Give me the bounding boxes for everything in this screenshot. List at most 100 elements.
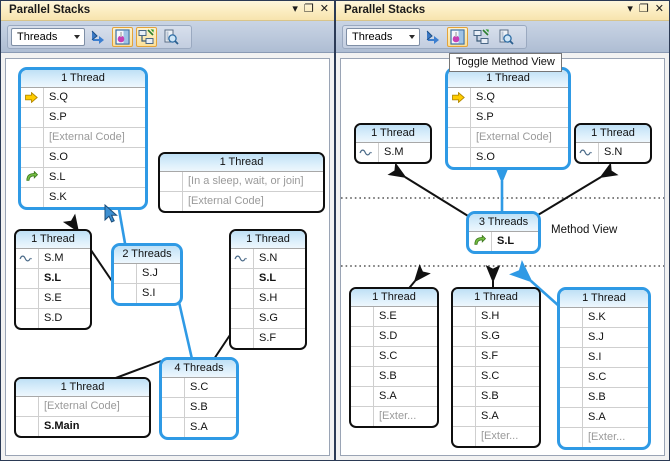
stack-header: 1 Thread xyxy=(576,125,650,143)
table-row[interactable]: S.C xyxy=(351,347,437,367)
stack-L3[interactable]: 1 Thread S.M xyxy=(14,229,92,330)
table-row[interactable]: S.K xyxy=(560,308,648,328)
table-row[interactable]: S.P xyxy=(21,108,145,128)
table-row[interactable]: S.A xyxy=(453,407,539,427)
stack-L6[interactable]: 4 Threads S.C S.B S.A xyxy=(159,357,239,440)
table-row[interactable]: S.G xyxy=(231,309,305,329)
table-row[interactable]: S.Q xyxy=(448,88,568,108)
table-row[interactable]: S.B xyxy=(351,367,437,387)
table-row[interactable]: S.C xyxy=(162,378,236,398)
frame-label: S.B xyxy=(379,370,397,382)
table-row[interactable]: S.A xyxy=(162,418,236,437)
frame-label: S.B xyxy=(190,401,208,413)
table-row[interactable]: S.L xyxy=(231,269,305,289)
table-row[interactable]: S.A xyxy=(351,387,437,407)
view-mode-select[interactable]: Threads xyxy=(11,28,85,46)
frame-gutter xyxy=(453,387,476,406)
auto-scroll-to-current-stack-frame-icon[interactable] xyxy=(136,27,157,47)
title-bar-left: Parallel Stacks ▾ ❐ ✕ xyxy=(1,1,334,21)
stack-R1[interactable]: 1 Thread S.Q S.P xyxy=(445,67,571,170)
table-row[interactable]: S.D xyxy=(16,309,90,328)
table-row[interactable]: [Exter... xyxy=(351,407,437,426)
toggle-method-view-icon[interactable] xyxy=(447,27,468,47)
table-row[interactable]: S.N xyxy=(231,249,305,269)
frame-label: [External Code] xyxy=(44,400,120,412)
dropdown-icon[interactable]: ▾ xyxy=(292,3,298,15)
view-mode-select[interactable]: Threads xyxy=(346,28,420,46)
tooltip-toggle-method-view: Toggle Method View xyxy=(449,53,562,72)
show-only-flagged-icon[interactable] xyxy=(88,27,109,47)
table-row[interactable]: S.Q xyxy=(21,88,145,108)
close-icon[interactable]: ✕ xyxy=(654,3,664,15)
frame-gutter xyxy=(231,329,254,348)
table-row[interactable]: S.L xyxy=(469,232,538,251)
table-row[interactable]: S.M xyxy=(356,143,430,162)
table-row[interactable]: S.B xyxy=(453,387,539,407)
table-row[interactable]: S.B xyxy=(560,388,648,408)
table-row[interactable]: S.M xyxy=(16,249,90,269)
frame-gutter xyxy=(16,309,39,328)
table-row[interactable]: S.I xyxy=(114,284,180,303)
frame-gutter xyxy=(356,143,379,162)
stack-L1[interactable]: 1 Thread S.Q S.P xyxy=(18,67,148,210)
table-row[interactable]: S.L xyxy=(21,168,145,188)
frame-label: S.F xyxy=(481,350,499,362)
table-row[interactable]: [In a sleep, wait, or join] xyxy=(160,172,323,192)
table-row[interactable]: S.H xyxy=(231,289,305,309)
show-only-flagged-icon[interactable] xyxy=(423,27,444,47)
dropdown-icon[interactable]: ▾ xyxy=(627,3,633,15)
table-row[interactable]: S.L xyxy=(16,269,90,289)
auto-scroll-to-current-stack-frame-icon[interactable] xyxy=(471,27,492,47)
stack-frames: S.N S.L S.H S.G xyxy=(231,249,305,348)
stack-L7[interactable]: 1 Thread [External Code] S.Main xyxy=(14,377,151,438)
table-row[interactable]: [External Code] xyxy=(21,128,145,148)
stack-R6[interactable]: 1 Thread S.H S.G S.F S.C S.B S.A [Exter.… xyxy=(451,287,541,448)
stack-canvas-left[interactable]: 1 Thread S.Q S.P xyxy=(5,58,330,456)
table-row[interactable]: S.G xyxy=(453,327,539,347)
table-row[interactable]: S.C xyxy=(453,367,539,387)
stack-R2[interactable]: 1 Thread S.M xyxy=(354,123,432,164)
table-row[interactable]: [External Code] xyxy=(160,192,323,211)
table-row[interactable]: S.H xyxy=(453,307,539,327)
table-row[interactable]: S.N xyxy=(576,143,650,162)
stack-header: 1 Thread xyxy=(231,231,305,249)
table-row[interactable]: [Exter... xyxy=(560,428,648,447)
stack-L5[interactable]: 1 Thread S.N xyxy=(229,229,307,350)
stack-R5[interactable]: 1 Thread S.E S.D S.C S.B S.A [Exter... xyxy=(349,287,439,428)
table-row[interactable]: S.J xyxy=(560,328,648,348)
table-row[interactable]: S.J xyxy=(114,264,180,284)
maximize-icon[interactable]: ❐ xyxy=(638,3,649,15)
table-row[interactable]: S.Main xyxy=(16,417,149,436)
frame-label: S.M xyxy=(44,252,64,264)
table-row[interactable]: [External Code] xyxy=(16,397,149,417)
stack-R3[interactable]: 1 Thread S.N xyxy=(574,123,652,164)
stack-header: 1 Thread xyxy=(560,290,648,308)
frame-label: S.B xyxy=(588,391,606,403)
frame-gutter xyxy=(21,88,44,107)
table-row[interactable]: S.B xyxy=(162,398,236,418)
close-icon[interactable]: ✕ xyxy=(319,3,329,15)
table-row[interactable]: S.C xyxy=(560,368,648,388)
table-row[interactable]: S.D xyxy=(351,327,437,347)
table-row[interactable]: S.E xyxy=(16,289,90,309)
table-row[interactable]: S.P xyxy=(448,108,568,128)
zoom-control-icon[interactable] xyxy=(495,27,516,47)
maximize-icon[interactable]: ❐ xyxy=(303,3,314,15)
stack-R7[interactable]: 1 Thread S.K S.J S.I S.C S.B S.A [Exter.… xyxy=(557,287,651,450)
toggle-method-view-icon[interactable] xyxy=(112,27,133,47)
table-row[interactable]: S.O xyxy=(21,148,145,168)
table-row[interactable]: S.O xyxy=(448,148,568,167)
table-row[interactable]: S.K xyxy=(21,188,145,207)
table-row[interactable]: S.E xyxy=(351,307,437,327)
zoom-control-icon[interactable] xyxy=(160,27,181,47)
stack-canvas-right[interactable]: 1 Thread S.Q S.P xyxy=(340,58,665,456)
table-row[interactable]: S.A xyxy=(560,408,648,428)
table-row[interactable]: S.F xyxy=(231,329,305,348)
stack-L2[interactable]: 1 Thread [In a sleep, wait, or join] [Ex… xyxy=(158,152,325,213)
table-row[interactable]: S.I xyxy=(560,348,648,368)
table-row[interactable]: [External Code] xyxy=(448,128,568,148)
table-row[interactable]: S.F xyxy=(453,347,539,367)
stack-L4[interactable]: 2 Threads S.J S.I xyxy=(111,243,183,306)
stack-R4[interactable]: 3 Threads S.L xyxy=(466,211,541,254)
table-row[interactable]: [Exter... xyxy=(453,427,539,446)
